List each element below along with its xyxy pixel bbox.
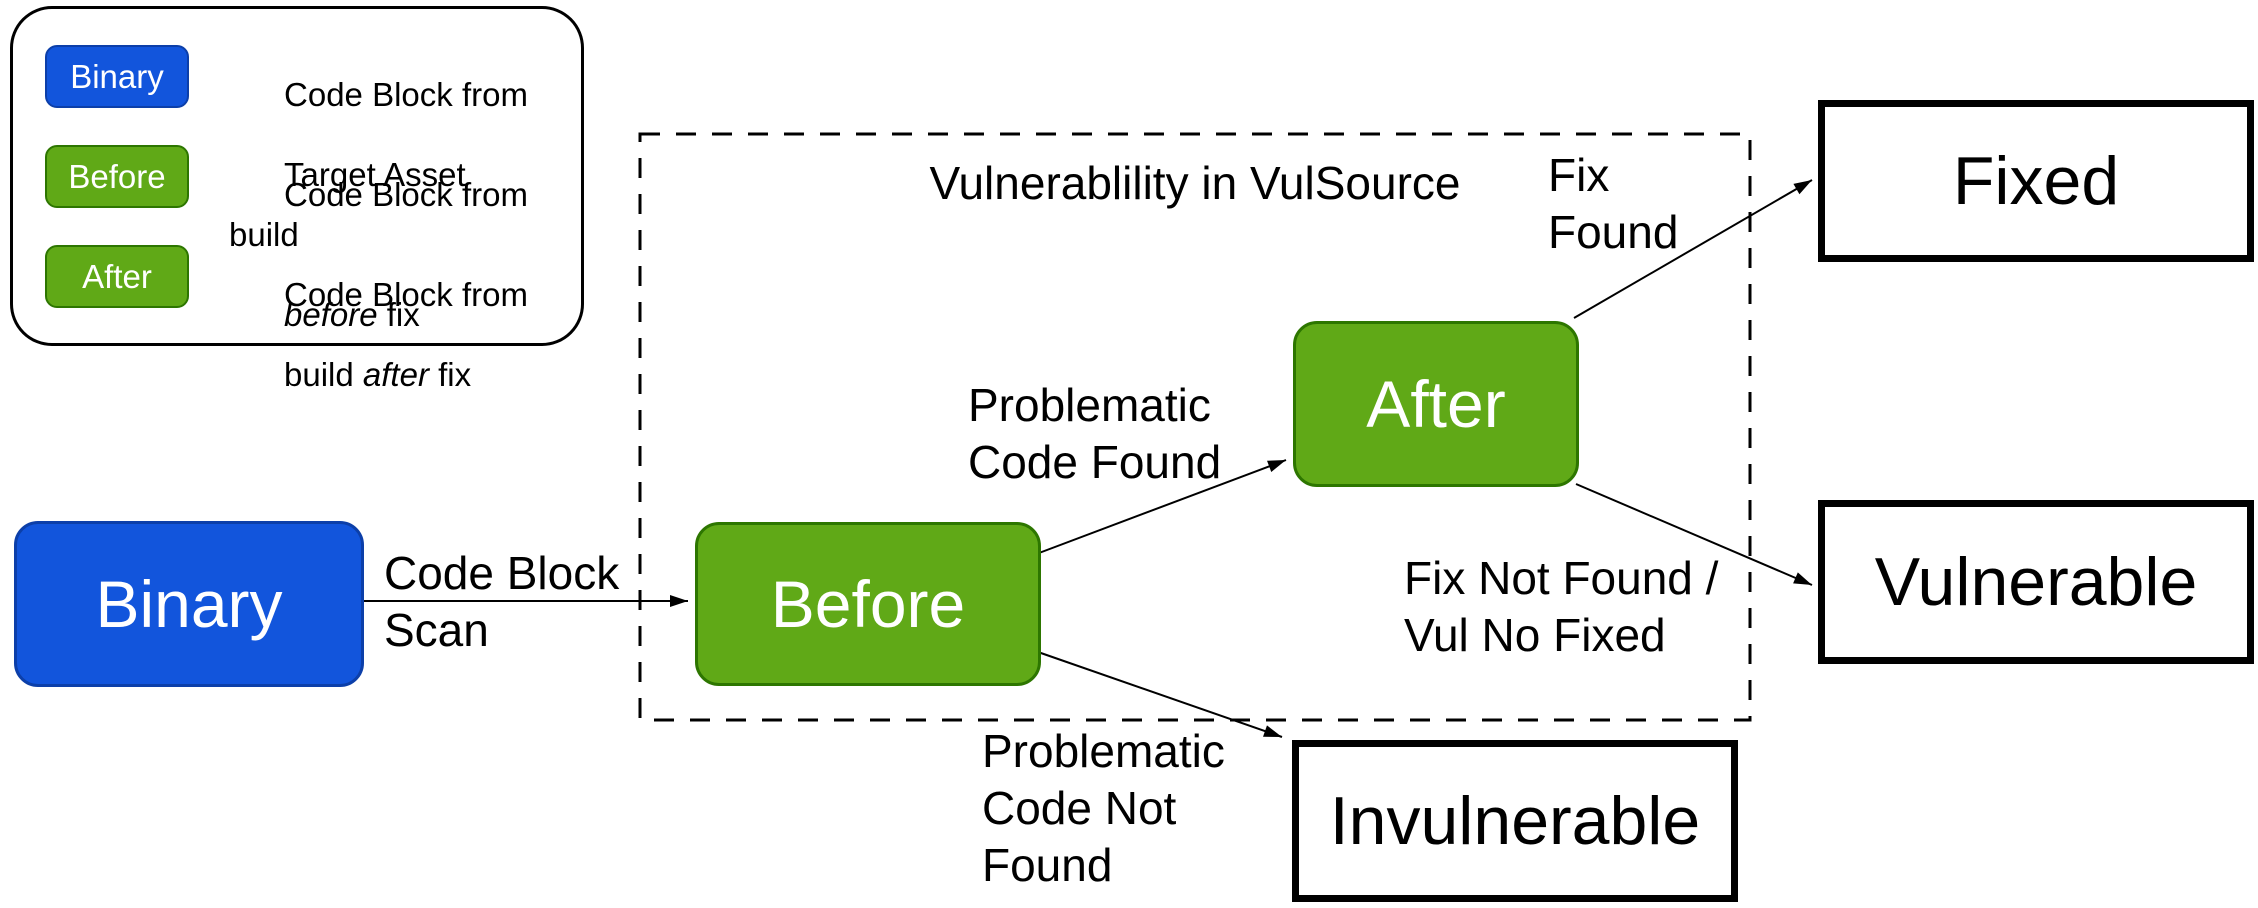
edge-label-fix-found-line2: Found [1548,206,1679,258]
legend-desc-after-line1: Code Block from [284,276,528,313]
node-vulnerable: Vulnerable [1818,500,2254,664]
legend-desc-binary-line1: Code Block from [284,76,528,113]
node-before: Before [695,522,1041,686]
legend-chip-before-label: Before [68,157,166,195]
node-invulnerable-label: Invulnerable [1329,783,1701,859]
edge-label-scan-line2: Scan [384,604,489,656]
edge-before-to-invulnerable [1037,651,1283,738]
legend-chip-after: After [45,245,189,308]
node-after: After [1293,321,1579,487]
vulsource-container-title: Vulnerablility in VulSource [929,157,1461,209]
vulsource-dashed-container [638,132,1752,722]
edge-label-problem-not-found-line3: Found [982,839,1113,891]
legend-desc-before: Code Block from build before fix [229,135,581,375]
node-invulnerable: Invulnerable [1292,740,1738,902]
node-before-label: Before [770,567,966,641]
legend-desc-after-italic-word: after [362,356,429,393]
node-fixed: Fixed [1818,100,2254,262]
edge-label-problem-found-line2: Code Found [968,436,1222,488]
edge-label-fix-not-found: Fix Not Found / Vul No Fixed [1404,550,1718,664]
edge-label-problem-found-line1: Problematic [968,379,1211,431]
legend-desc-binary: Code Block from Target Asset [229,35,528,235]
node-binary: Binary [14,521,364,687]
edge-label-problematic-code-found: Problematic Code Found [968,377,1221,491]
legend-chip-before: Before [45,145,189,208]
legend-box: Binary Code Block from Target Asset Befo… [10,6,584,393]
legend-desc-before-line1: Code Block from build [229,176,538,253]
edge-label-fix-found: Fix Found [1548,147,1678,261]
legend-chip-binary-label: Binary [70,57,164,95]
node-vulnerable-label: Vulnerable [1874,544,2198,620]
legend-chip-after-label: After [82,257,152,295]
edge-label-problem-not-found-line1: Problematic [982,725,1225,777]
edge-label-fix-not-found-line2: Vul No Fixed [1404,609,1666,661]
legend-desc-after-line2-rest: fix [428,356,472,393]
legend-desc-after: Code Block from build after fix [229,235,528,435]
edge-after-to-vulnerable [1575,483,1813,586]
edge-label-code-block-scan: Code Block Scan [384,545,619,659]
edge-label-scan-line1: Code Block [384,547,620,599]
edge-label-problem-not-found-line2: Code Not [982,782,1177,834]
node-after-label: After [1366,367,1506,441]
edge-before-to-after [1038,459,1287,554]
edge-label-problematic-code-not-found: Problematic Code Not Found [982,723,1225,894]
node-fixed-label: Fixed [1952,143,2120,219]
edge-label-fix-found-line1: Fix [1548,149,1610,201]
node-binary-label: Binary [95,567,283,641]
edge-after-to-fixed [1573,179,1813,319]
legend-chip-binary: Binary [45,45,189,108]
edge-label-fix-not-found-line1: Fix Not Found / [1404,552,1719,604]
legend-desc-before-italic-word: before [284,296,378,333]
legend-desc-after-line2-pre: build [284,356,363,393]
legend-desc-before-line2-rest: fix [377,296,420,333]
legend-desc-binary-line2: Target Asset [284,156,466,193]
